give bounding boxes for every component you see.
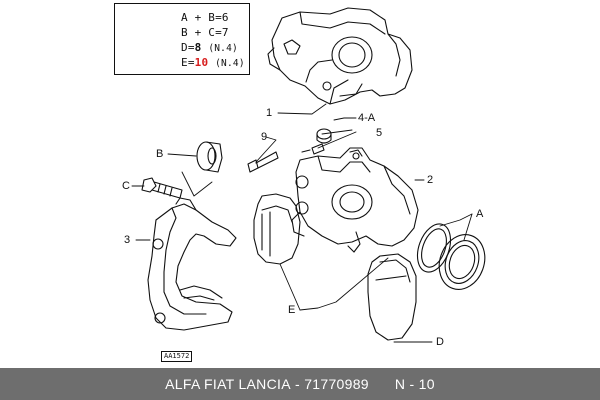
callout-4a: 4-A bbox=[358, 112, 376, 124]
footer-page: N - 10 bbox=[394, 376, 435, 392]
legend-line-3: D=8 (N.4) bbox=[181, 41, 238, 54]
legend-line-3-value: 8 bbox=[194, 41, 202, 54]
bleed-screw-9 bbox=[247, 151, 279, 173]
callout-2: 2 bbox=[427, 174, 434, 186]
guide-boot-b bbox=[196, 141, 223, 173]
leader-lines bbox=[131, 103, 473, 343]
legend-line-4-value: 10 bbox=[194, 56, 209, 69]
brake-pad-right bbox=[367, 253, 417, 341]
callout-5: 5 bbox=[376, 127, 383, 139]
legend-line-1: A + B=6 bbox=[181, 11, 229, 24]
guide-bolt-c bbox=[141, 177, 183, 199]
legend-line-3-note: (N.4) bbox=[208, 43, 238, 54]
callout-b: B bbox=[156, 148, 164, 160]
caliper-assembly-top bbox=[267, 7, 413, 105]
torque-legend-box: A + B=6 B + C=7 D=8 (N.4) E=10 (N.4) bbox=[114, 3, 250, 75]
legend-line-4: E=10 (N.4) bbox=[181, 56, 245, 69]
footer-brands: ALFA FIAT LANCIA bbox=[165, 376, 291, 392]
footer-bar: ALFA FIAT LANCIA - 71770989 N - 10 bbox=[0, 368, 600, 400]
drawing-reference-code: AA1572 bbox=[161, 351, 193, 362]
bleed-nipple-5 bbox=[301, 143, 325, 155]
callout-9: 9 bbox=[261, 131, 268, 143]
callout-d: D bbox=[436, 336, 444, 348]
callout-a: A bbox=[476, 208, 484, 220]
caliper-body-2 bbox=[291, 147, 419, 253]
bleed-cap-4a bbox=[316, 128, 332, 144]
callout-1: 1 bbox=[266, 107, 273, 119]
callout-c: C bbox=[122, 180, 130, 192]
brake-pad-left bbox=[253, 193, 301, 265]
legend-line-4-note: (N.4) bbox=[215, 58, 245, 69]
caliper-bracket-3 bbox=[147, 197, 237, 331]
callout-e: E bbox=[288, 304, 296, 316]
footer-part-number: 71770989 bbox=[304, 376, 369, 392]
legend-line-2: B + C=7 bbox=[181, 26, 229, 39]
legend-line-4-prefix: E= bbox=[181, 56, 195, 69]
legend-line-3-prefix: D= bbox=[181, 41, 195, 54]
dust-boot bbox=[438, 234, 486, 290]
footer-separator: - bbox=[290, 376, 305, 392]
callout-3: 3 bbox=[124, 234, 131, 246]
